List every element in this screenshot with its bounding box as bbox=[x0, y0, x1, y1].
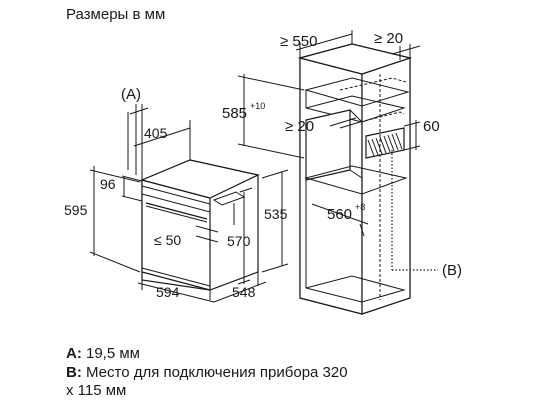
legend-a-text: 19,5 мм bbox=[86, 345, 140, 362]
legend-b-text: Место для подключения прибора 320 bbox=[86, 364, 348, 381]
legend-b-continued: x 115 мм bbox=[66, 381, 126, 400]
dim-594: 594 bbox=[156, 284, 180, 300]
a-marker: (A) bbox=[121, 86, 141, 103]
legend-b: B: Место для подключения прибора 320 bbox=[66, 363, 348, 382]
dim-535: 535 bbox=[264, 206, 288, 222]
dim-560: 560 bbox=[327, 206, 352, 223]
dim-min-20-mid: ≥ 20 bbox=[285, 118, 314, 135]
dim-570: 570 bbox=[227, 233, 251, 249]
legend-b-key: B: bbox=[66, 364, 82, 381]
dim-595: 595 bbox=[64, 202, 88, 218]
diagram-title: Размеры в мм bbox=[66, 6, 166, 23]
dim-560-tolerance: +8 bbox=[355, 202, 365, 212]
oven-drawing bbox=[140, 159, 260, 291]
dim-min-550: ≥ 550 bbox=[280, 33, 317, 50]
legend-a: A: 19,5 мм bbox=[66, 344, 140, 363]
dim-548: 548 bbox=[232, 284, 256, 300]
b-marker: (B) bbox=[442, 262, 462, 279]
cabinet-drawing bbox=[297, 43, 413, 315]
dim-96: 96 bbox=[100, 176, 116, 192]
dim-585: 585 bbox=[222, 105, 247, 122]
dim-min-20-top: ≥ 20 bbox=[374, 30, 403, 47]
dim-585-tolerance: +10 bbox=[250, 101, 265, 111]
dim-60: 60 bbox=[423, 118, 440, 135]
legend-b-text-2: x 115 мм bbox=[66, 382, 127, 399]
legend-a-key: A: bbox=[66, 345, 82, 362]
dim-max-50: ≤ 50 bbox=[154, 232, 181, 248]
